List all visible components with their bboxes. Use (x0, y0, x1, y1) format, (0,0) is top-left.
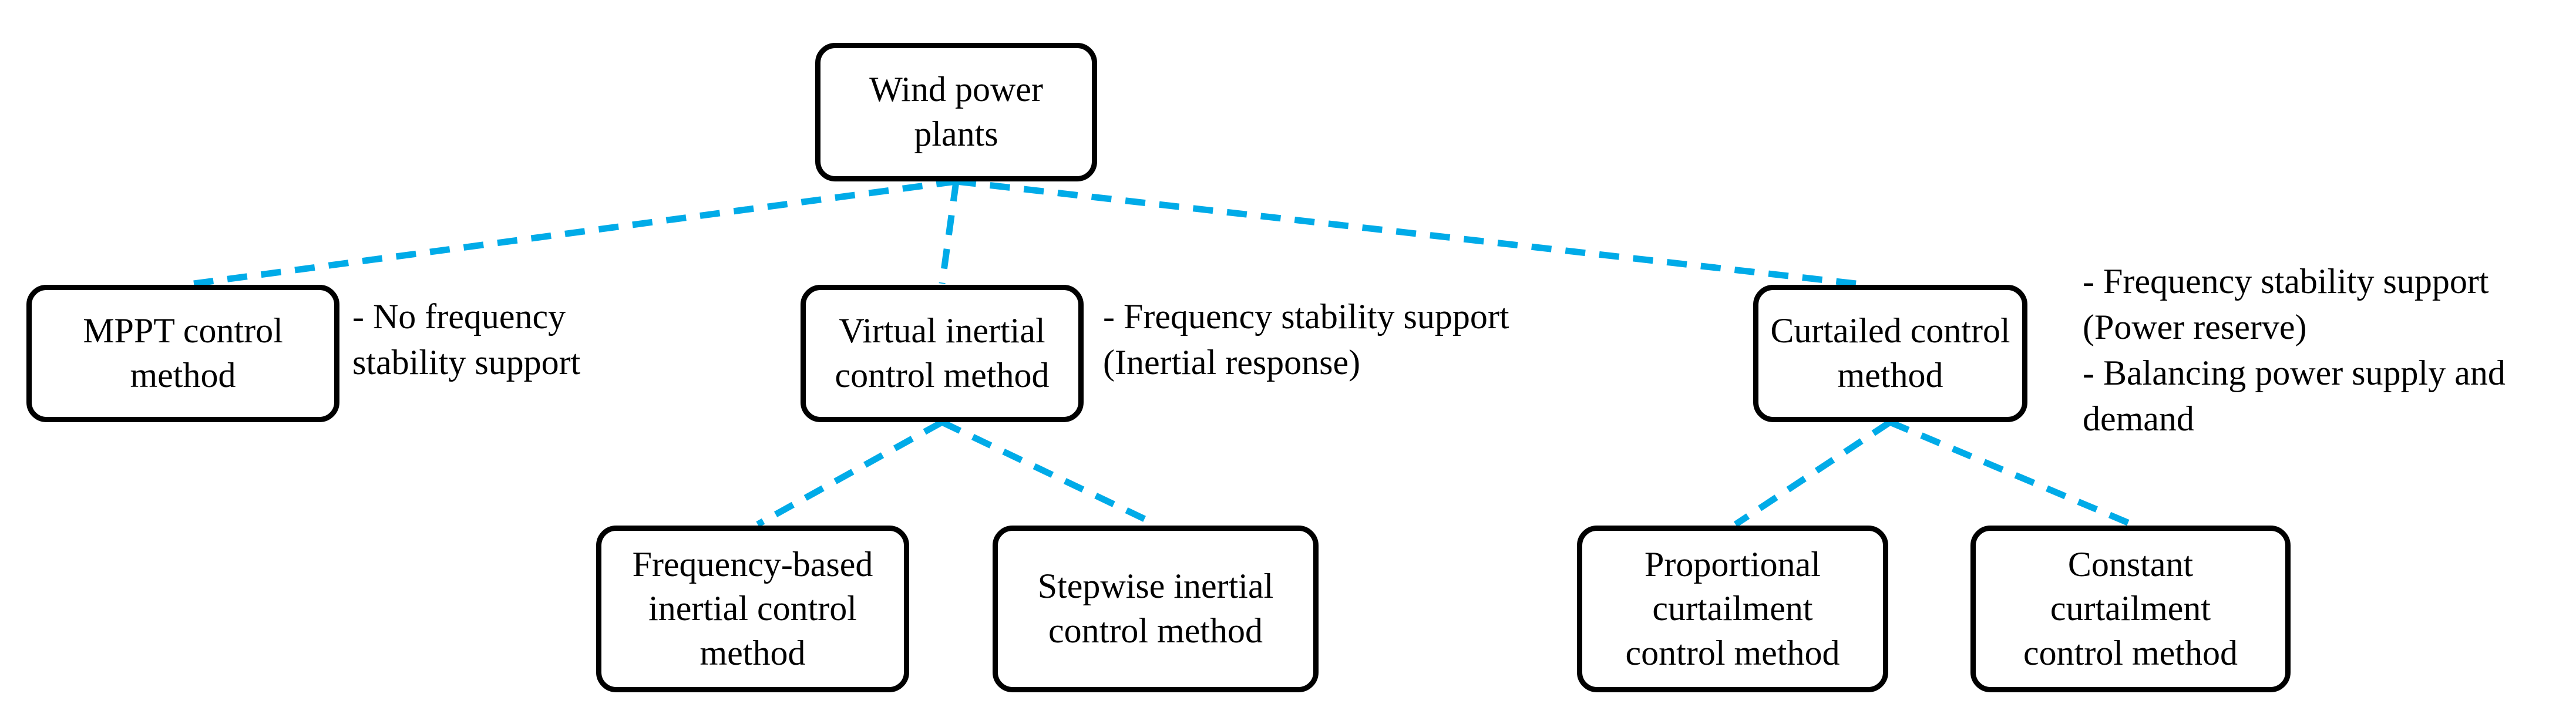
annotation-curtailed-note: - Frequency stability support (Power res… (2083, 262, 2506, 438)
node-stepwise-inertial-control-method[interactable]: Stepwise inertial control method (993, 526, 1319, 692)
edge-root-to-mppt (193, 178, 957, 287)
edge-curtailed-to-proportional (1733, 419, 1892, 527)
node-mppt-control-method[interactable]: MPPT control method (26, 285, 339, 422)
node-frequency-based-inertial-control-method[interactable]: Frequency-based inertial control method (596, 526, 909, 692)
node-wind-power-plants[interactable]: Wind power plants (815, 43, 1097, 181)
edge-virtual-to-stepwise (940, 419, 1158, 527)
edge-root-to-virtual-inertial (939, 181, 960, 284)
annotation-mppt-note: - No frequency stability support (352, 297, 581, 382)
node-curtailed-control-method[interactable]: Curtailed control method (1753, 285, 2027, 422)
node-virtual-inertial-control-method[interactable]: Virtual inertial control method (801, 285, 1084, 422)
annotation-virtual-inertial-note: - Frequency stability support (Inertial … (1103, 297, 1509, 382)
node-proportional-curtailment-control-method[interactable]: Proportional curtailment control method (1577, 526, 1888, 692)
edge-virtual-to-frequency-based (756, 419, 944, 527)
edge-root-to-curtailed (956, 178, 1857, 287)
node-constant-curtailment-control-method[interactable]: Constant curtailment control method (1970, 526, 2291, 692)
